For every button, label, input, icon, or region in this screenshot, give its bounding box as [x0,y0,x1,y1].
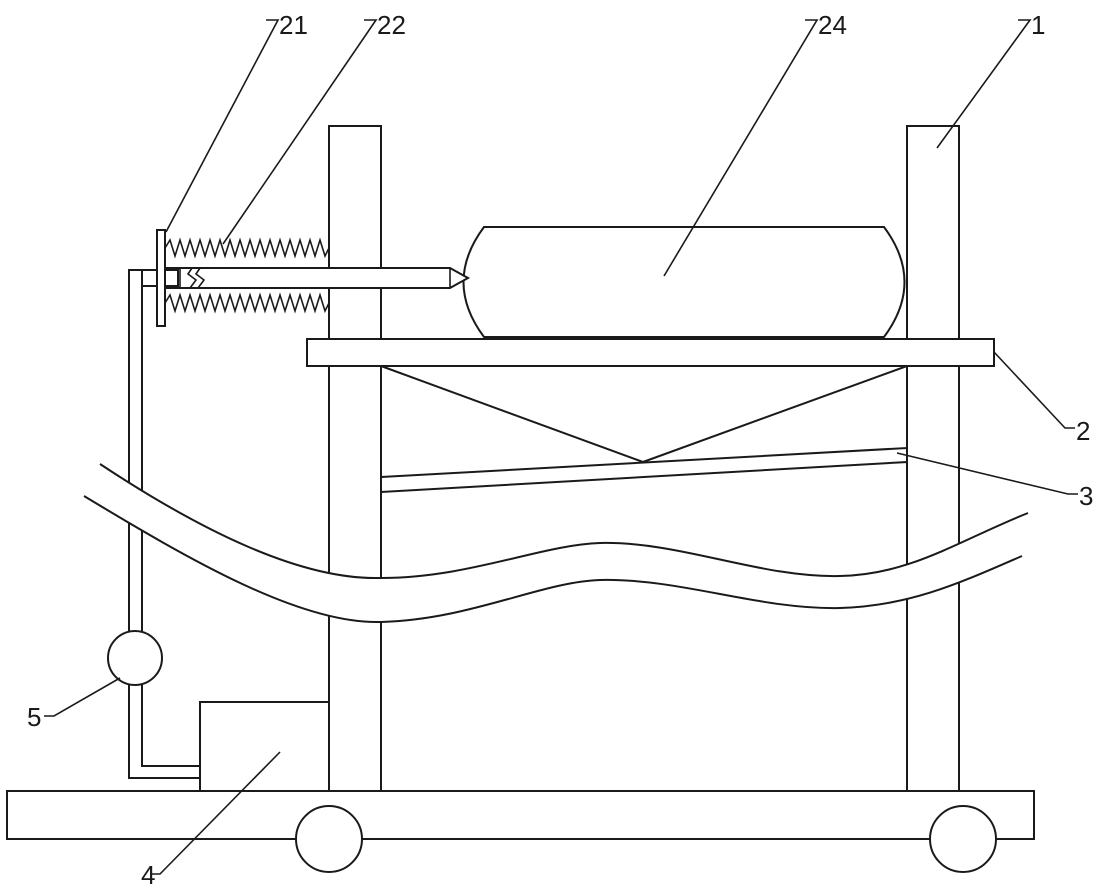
spring-lower [165,295,329,311]
upright-right [907,126,959,791]
inclined-plate [381,448,907,492]
label-24: 24 [818,10,847,40]
leader-1 [937,20,1030,148]
push-plate [157,230,165,326]
collection-box [200,702,329,791]
leader-2 [994,352,1075,428]
label-5: 5 [27,702,41,732]
wheel-left [296,806,362,872]
label-2: 2 [1076,416,1090,446]
label-21: 21 [279,10,308,40]
leader-5 [44,678,120,716]
pipe-outer-lower [129,680,200,778]
label-22: 22 [377,10,406,40]
leader-21 [166,20,278,232]
label-4: 4 [141,860,155,887]
piercing-rod [160,268,468,288]
funnel-v [381,366,907,462]
label-3: 3 [1079,481,1093,511]
pipe-outer-upper [129,270,142,636]
valve [108,631,162,685]
label-1: 1 [1031,10,1045,40]
base-plate [7,791,1034,839]
pipe-inner-lower [142,684,200,766]
spring-upper [165,240,329,256]
upright-left [329,126,381,791]
shelf-platform [307,339,994,366]
wheel-right [930,806,996,872]
break-band [84,464,1028,622]
